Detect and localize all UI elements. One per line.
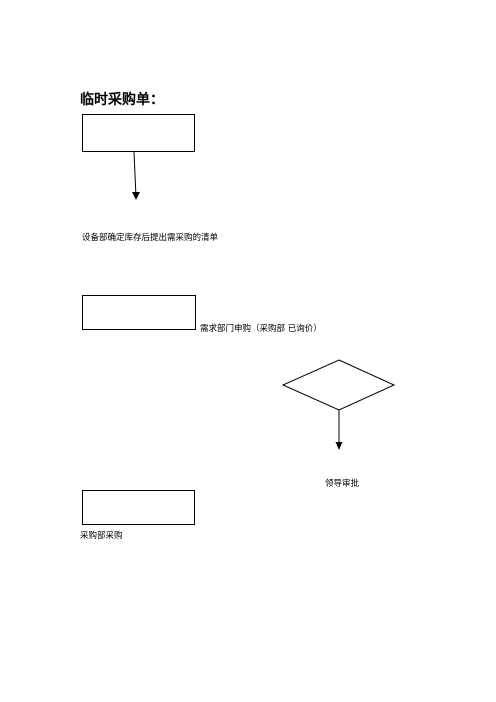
decision-arrowhead (335, 442, 343, 450)
step-3-label: 领导审批 (325, 479, 360, 489)
page-title: 临时采购单： (80, 92, 164, 108)
step-1-arrowhead (132, 192, 140, 200)
step-4-box (82, 490, 195, 525)
step-2-label: 需求部门申购（采购部 已询价） (200, 324, 322, 334)
step-1-box (82, 114, 195, 152)
step-2-box (82, 295, 196, 330)
decision-diamond (281, 359, 396, 411)
step-1-label: 设备部确定库存后提出需采购的清单 (82, 233, 219, 243)
step-4-label: 采购部采购 (80, 531, 123, 541)
step-1-arrow (133, 151, 137, 198)
